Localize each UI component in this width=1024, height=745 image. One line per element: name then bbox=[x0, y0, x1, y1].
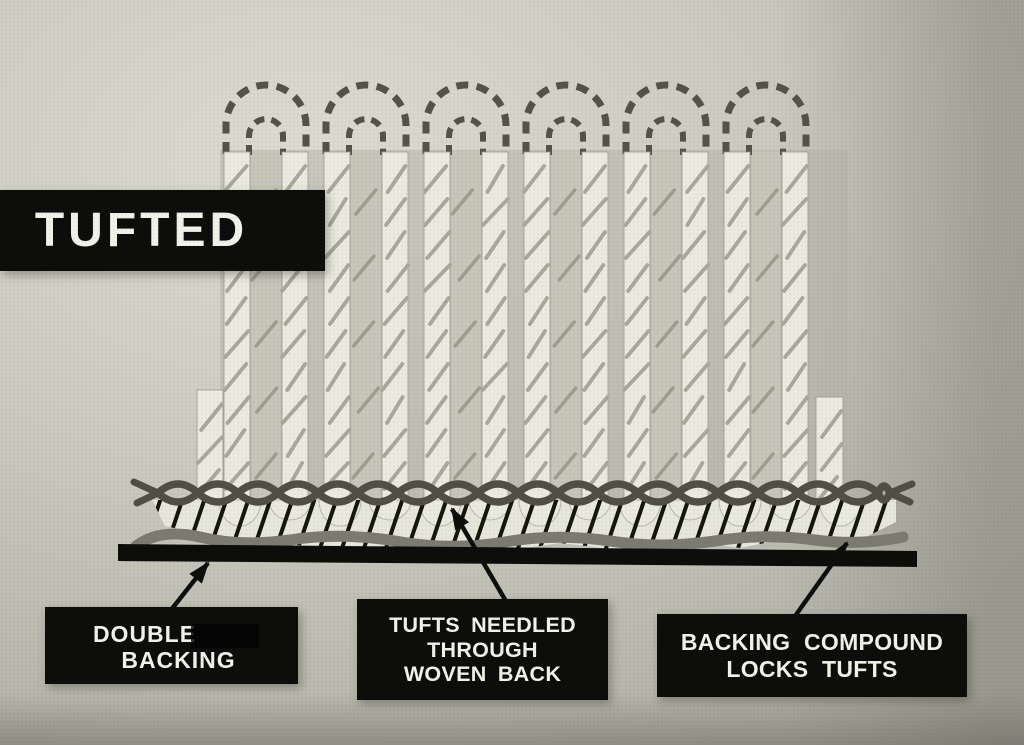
tuft-loop-outlines bbox=[222, 81, 810, 155]
woven-back-chain bbox=[130, 478, 916, 507]
arrow-to-backing-compound bbox=[791, 541, 849, 621]
tufts-needled-line3: WOVEN BACK bbox=[403, 662, 562, 686]
tufts-needled-label-box: TUFTS NEEDLED THROUGH WOVEN BACK bbox=[357, 599, 608, 700]
backing-compound-label-box: BACKING COMPOUND LOCKS TUFTS bbox=[657, 614, 967, 697]
double-backing-line1: DOUBLE bbox=[92, 621, 197, 647]
double-backing-bar bbox=[118, 544, 917, 567]
painted-out-patch bbox=[191, 624, 259, 648]
tufts-needled-line1: TUFTS NEEDLED bbox=[389, 613, 576, 637]
tufted-title-box: TUFTED bbox=[0, 190, 325, 271]
tufted-title: TUFTED bbox=[34, 204, 249, 257]
latex-wave-band bbox=[130, 528, 909, 552]
backing-compound-line1: BACKING COMPOUND bbox=[680, 629, 944, 655]
tufts-needled-line2: THROUGH bbox=[427, 637, 538, 662]
backing-compound-line2: LOCKS TUFTS bbox=[726, 655, 898, 682]
double-backing-line2: BACKING bbox=[121, 647, 236, 673]
arrow-to-double-backing bbox=[169, 561, 210, 612]
yarn-hatch-marks bbox=[195, 164, 844, 505]
arrow-to-woven-back bbox=[450, 507, 509, 605]
double-backing-label-box: DOUBLE BACKING bbox=[45, 607, 298, 684]
